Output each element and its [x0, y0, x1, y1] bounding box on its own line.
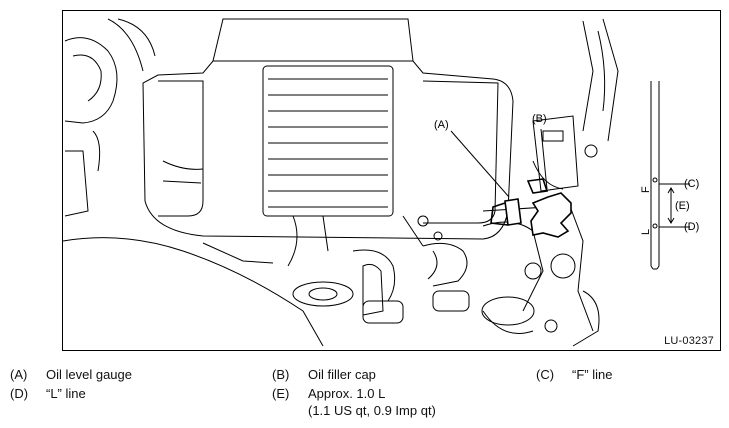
legend-key: (A)	[10, 367, 28, 382]
dipstick-l-mark: L	[640, 229, 652, 235]
legend-text: “L” line	[46, 386, 86, 401]
lower-engine	[63, 215, 544, 347]
callout-a: (A)	[434, 119, 449, 131]
legend-key: (B)	[272, 367, 290, 382]
legend-text-line2: (1.1 US qt, 0.9 Imp qt)	[308, 403, 436, 418]
legend-text: Oil level gauge	[46, 367, 132, 382]
legend-key: (E)	[272, 386, 290, 401]
right-side-components	[482, 18, 619, 347]
callout-d: (D)	[684, 221, 699, 233]
legend-text: Oil filler cap	[308, 367, 376, 382]
engine-cover	[142, 18, 514, 240]
intake-hoses	[64, 18, 156, 217]
leader-lines	[450, 128, 548, 198]
engine-illustration: (A) (B) F L (C) (E) (D)	[63, 18, 699, 347]
legend-text: “F” line	[572, 367, 613, 382]
legend-text: Approx. 1.0 L	[308, 386, 386, 401]
dipstick-f-mark: F	[640, 186, 652, 193]
callout-e: (E)	[675, 200, 690, 212]
oil-filler-cap	[526, 178, 572, 238]
legend-key: (D)	[10, 386, 29, 401]
dipstick	[650, 81, 690, 270]
engine-cover-ribs	[262, 65, 394, 217]
figure-id-label: LU-03237	[664, 335, 714, 347]
callout-b: (B)	[532, 113, 547, 125]
callout-c: (C)	[684, 178, 699, 190]
figure-frame: (A) (B) F L (C) (E) (D) LU-03237	[62, 10, 721, 351]
legend-key: (C)	[536, 367, 555, 382]
oil-level-gauge-handle	[490, 198, 522, 226]
